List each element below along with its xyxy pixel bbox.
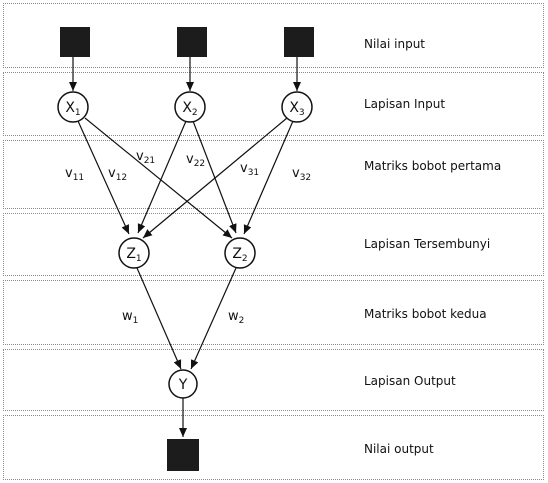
weight-label-v31: v31 (240, 161, 259, 178)
band-hidden-layer (3, 213, 544, 276)
edge-z2-y (190, 267, 237, 370)
weight-label-w2: w2 (228, 309, 244, 326)
output-node-y: Y (168, 369, 198, 399)
input-node-x1: X1 (57, 91, 89, 123)
input-node-x1-sub: 1 (75, 108, 81, 118)
weight-label-v12: v12 (108, 166, 127, 183)
edge-x1-z2 (84, 117, 233, 239)
svg-text:X1: X1 (65, 100, 80, 118)
svg-text:Z2: Z2 (232, 246, 247, 264)
hidden-node-z2-sub: 2 (242, 254, 248, 264)
weight-label-v11: v11 (65, 166, 84, 183)
input-value-box-1 (60, 27, 90, 57)
weight-label-v21: v21 (136, 149, 155, 166)
band-output-values (3, 415, 544, 480)
input-value-box-3 (284, 27, 314, 57)
weight-label-w1: w1 (122, 309, 138, 326)
svg-text:Z1: Z1 (126, 246, 141, 264)
layer-label-input-values: Nilai input (364, 37, 426, 51)
band-first-weights (3, 140, 544, 209)
layer-label-hidden-layer: Lapisan Tersembunyi (364, 237, 491, 251)
input-value-box-2 (177, 27, 207, 57)
layer-label-first-weights: Matriks bobot pertama (364, 159, 502, 173)
svg-text:X2: X2 (182, 100, 197, 118)
layer-label-output-layer: Lapisan Output (364, 374, 456, 388)
output-node-y-label: Y (178, 377, 188, 393)
hidden-node-z2: Z2 (224, 237, 256, 269)
band-second-weights (3, 280, 544, 345)
input-node-x2: X2 (174, 91, 206, 123)
band-input-values (3, 3, 544, 68)
edge-x2-z2 (192, 120, 237, 234)
hidden-node-z1-label: Z (126, 246, 136, 262)
input-node-x3-sub: 3 (299, 108, 305, 118)
hidden-node-z1: Z1 (118, 237, 150, 269)
input-node-x2-sub: 2 (192, 108, 198, 118)
weight-label-v22: v22 (186, 152, 205, 169)
input-node-x1-label: X (65, 100, 75, 116)
edge-x1-z1 (77, 120, 130, 235)
layer-label-input-layer: Lapisan Input (364, 97, 446, 111)
input-node-x2-label: X (182, 100, 192, 116)
hidden-node-z2-label: Z (232, 246, 242, 262)
edge-z1-y (136, 267, 182, 370)
layer-label-second-weights: Matriks bobot kedua (364, 307, 487, 321)
hidden-node-z1-sub: 1 (136, 254, 142, 264)
input-node-x3: X3 (281, 91, 313, 123)
svg-text:X3: X3 (289, 100, 304, 118)
output-value-box (167, 439, 199, 471)
weight-label-v32: v32 (292, 166, 311, 183)
layer-label-output-values: Nilai output (364, 442, 434, 456)
edge-x3-z1 (142, 117, 288, 239)
edge-x2-z1 (137, 120, 187, 234)
input-node-x3-label: X (289, 100, 299, 116)
band-output-layer (3, 349, 544, 411)
edge-x3-z2 (243, 120, 294, 235)
